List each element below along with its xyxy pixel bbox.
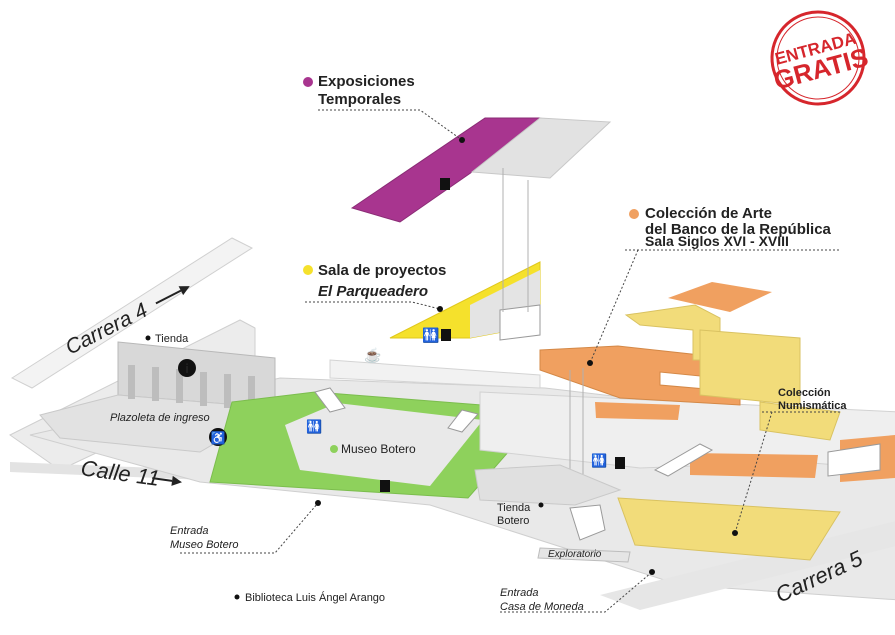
info-icon[interactable]: i (178, 359, 196, 377)
svg-text:🚻: 🚻 (422, 327, 439, 344)
svg-text:i: i (185, 361, 189, 376)
entrada-moneda-label-2: Casa de Moneda (500, 601, 584, 613)
street-arrow-icon (152, 475, 182, 486)
numismatica-dot (766, 388, 774, 396)
entrada-moneda-label-1: Entrada (500, 587, 539, 599)
plazoleta-label: Plazoleta de ingreso (110, 412, 210, 424)
exposiciones-area[interactable] (350, 117, 612, 500)
entrada-gratis-stamp: ENTRADA GRATIS (770, 10, 871, 106)
stairs-right (653, 443, 881, 477)
coleccion-arte-label-2: del Banco de la República (645, 221, 832, 238)
tienda-botero-label-1: Tienda (497, 502, 531, 514)
svg-text:🚻: 🚻 (591, 453, 607, 468)
wheelchair-icon: ♿ (209, 428, 227, 446)
svg-text:♿: ♿ (211, 431, 226, 445)
svg-text:🚻: 🚻 (306, 419, 322, 434)
exposiciones-label-2: Temporales (318, 91, 401, 108)
numismatica-label-1: Colección (778, 387, 831, 399)
coleccion-arte-label-1: Colección de Arte (645, 205, 772, 222)
cafe-icon: ☕ (364, 346, 381, 364)
tienda-label: Tienda (155, 333, 189, 345)
sala-proyectos-area[interactable] (329, 261, 541, 389)
tienda-botero-label-2: Botero (497, 515, 529, 527)
entrada-botero-label-2: Museo Botero (170, 539, 238, 551)
plaza-columns (128, 365, 255, 410)
museo-botero-dot (330, 445, 338, 453)
coleccion-arte-dot (629, 209, 639, 219)
exposiciones-label-1: Exposiciones (318, 73, 415, 90)
sala-proyectos-dot (303, 265, 313, 275)
street-arrow-icon (155, 286, 190, 305)
casa-moneda-entry-zone (474, 464, 631, 563)
museo-botero-label: Museo Botero (341, 442, 416, 456)
numismatica-area[interactable] (617, 304, 841, 561)
leader-lines (180, 109, 840, 613)
coleccion-arte-label-3: Sala Siglos XVI - XVIII (645, 233, 789, 249)
leader-dots (145, 137, 738, 600)
museo-botero-area[interactable] (209, 387, 547, 499)
biblioteca-label: Biblioteca Luis Ángel Arango (245, 591, 385, 604)
elevator-icon (380, 178, 625, 492)
sala-proyectos-label-1: Sala de proyectos (318, 262, 446, 279)
sala-proyectos-label-2: El Parqueadero (318, 283, 428, 300)
numismatica-label-2: Numismática (778, 400, 847, 412)
entrada-botero-label-1: Entrada (170, 525, 209, 537)
svg-text:☕: ☕ (364, 346, 381, 364)
exposiciones-dot (303, 77, 313, 87)
exploratorio-label: Exploratorio (548, 549, 602, 560)
restroom-icon: 🚻 🚻 🚻 (306, 327, 607, 468)
